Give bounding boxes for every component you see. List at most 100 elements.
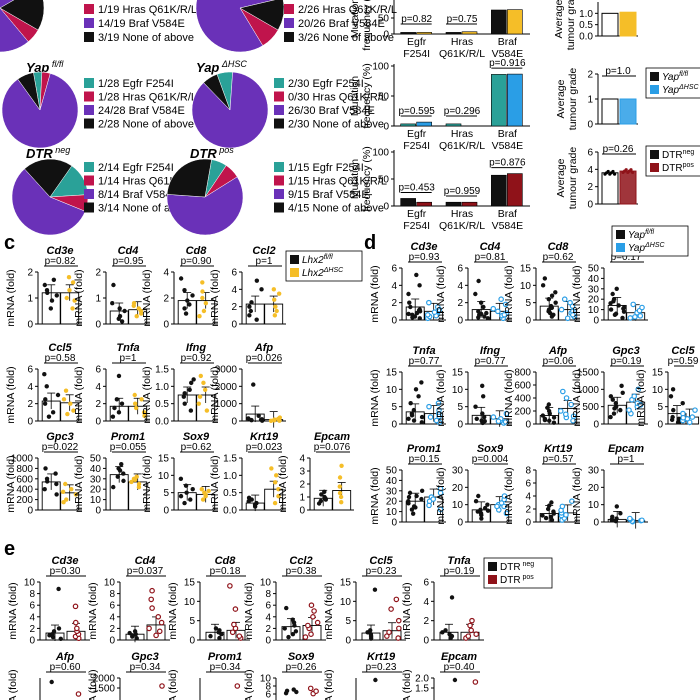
y-axis-label: mRNA (fold) xyxy=(369,369,381,426)
data-point xyxy=(407,300,412,305)
data-point xyxy=(614,286,619,291)
y-axis-label-line: frequency (%) xyxy=(361,0,373,51)
data-point xyxy=(639,517,645,524)
data-point xyxy=(133,405,139,411)
legend-label: 3/19 None of above xyxy=(98,32,194,44)
y-tick-label: 2 xyxy=(231,302,237,313)
y-tick-label: 1 xyxy=(299,493,305,504)
data-point xyxy=(254,500,259,506)
data-point xyxy=(256,413,261,418)
data-point xyxy=(447,632,452,637)
data-point xyxy=(416,394,421,399)
data-point xyxy=(468,627,474,634)
panel-letter-e: e xyxy=(4,538,15,560)
y-tick-label: 20 xyxy=(90,485,102,496)
y-tick-label: 30 xyxy=(588,284,600,295)
y-axis-label: mRNA (fold) xyxy=(503,369,515,426)
p-value-label: p=0.77 xyxy=(475,356,506,367)
data-point xyxy=(373,677,378,683)
data-point xyxy=(110,414,116,419)
data-point xyxy=(74,625,80,632)
y-tick-label: 10 xyxy=(90,495,102,506)
y-tick-label: 0 xyxy=(27,506,33,517)
y-tick-label: 2000 xyxy=(93,674,116,685)
data-point xyxy=(549,305,555,311)
y-tick-label: 6 xyxy=(587,148,593,159)
data-point xyxy=(542,276,548,281)
data-point xyxy=(61,397,67,402)
gene-title: Sox9 xyxy=(477,443,504,455)
legend-swatch xyxy=(84,4,94,14)
y-axis-label: Averagetumour grade xyxy=(555,68,579,131)
p-value-label: p=0.93 xyxy=(409,252,440,263)
legend-label: DTR pos xyxy=(500,574,534,586)
data-point xyxy=(631,393,638,400)
data-point xyxy=(272,297,277,302)
x-tick-label: V584E xyxy=(492,48,524,60)
data-point xyxy=(413,505,418,510)
data-point xyxy=(473,631,480,638)
y-tick-label: 6 xyxy=(95,365,101,376)
data-point xyxy=(56,626,62,631)
data-point xyxy=(247,313,252,318)
data-point xyxy=(181,394,187,399)
data-point xyxy=(110,301,115,306)
y-tick-label: 0 xyxy=(189,636,195,647)
y-axis-label-line: frequency (%) xyxy=(361,63,373,128)
data-point xyxy=(190,487,195,492)
data-point xyxy=(627,315,634,321)
data-point xyxy=(201,380,206,386)
y-tick-label: 4 xyxy=(525,492,531,503)
pie-slice xyxy=(1,73,79,149)
data-point xyxy=(406,416,411,421)
data-point xyxy=(417,316,422,321)
data-point xyxy=(476,315,481,320)
data-point xyxy=(680,414,687,421)
data-point xyxy=(290,632,296,637)
data-point xyxy=(546,297,552,302)
legend-label-main: Lhx2 xyxy=(302,255,324,266)
data-point xyxy=(54,492,59,497)
y-tick-label: 2000 xyxy=(215,382,238,393)
data-point xyxy=(479,516,484,521)
data-point xyxy=(202,387,208,392)
y-tick-label: 0.0 xyxy=(579,32,593,43)
y-tick-label: 0 xyxy=(383,30,389,41)
gene-title: Cd8 xyxy=(186,245,208,257)
y-tick-label: 8 xyxy=(109,589,115,600)
data-point xyxy=(413,387,419,392)
data-point xyxy=(155,613,162,620)
data-point xyxy=(474,416,479,421)
y-tick-label: 6 xyxy=(231,268,237,279)
y-tick-label: 10 xyxy=(452,500,464,511)
data-point xyxy=(307,685,314,692)
pie-label-yapfl: Yap fl/fl xyxy=(26,59,64,75)
bar xyxy=(416,32,432,35)
y-axis-label: mRNA (fold) xyxy=(369,467,381,524)
y-tick-label: 5 xyxy=(525,298,531,309)
y-tick-label: 2 xyxy=(457,298,463,309)
data-point xyxy=(551,420,557,425)
y-tick-label: 1000 xyxy=(577,385,600,396)
data-point xyxy=(610,397,615,402)
data-point xyxy=(134,474,139,479)
y-tick-label: 6 xyxy=(391,264,397,275)
legend-label-main: DTR xyxy=(500,575,521,586)
bar xyxy=(400,198,416,207)
y-tick-label: 600 xyxy=(514,381,531,392)
y-tick-label: 800 xyxy=(514,368,531,379)
y-tick-label: 4 xyxy=(95,382,101,393)
pie-label-yapfl-sup: fl/fl xyxy=(49,59,64,69)
data-point xyxy=(63,388,69,393)
y-tick-label: 1.5 xyxy=(155,365,169,376)
data-point xyxy=(274,308,279,314)
y-tick-label: 0 xyxy=(163,506,169,517)
data-point xyxy=(613,172,617,176)
y-tick-label: 0.5 xyxy=(223,488,237,499)
data-point xyxy=(612,406,617,411)
y-tick-label: 20 xyxy=(588,295,600,306)
y-tick-label: 6 xyxy=(265,601,271,612)
data-point xyxy=(251,382,256,387)
